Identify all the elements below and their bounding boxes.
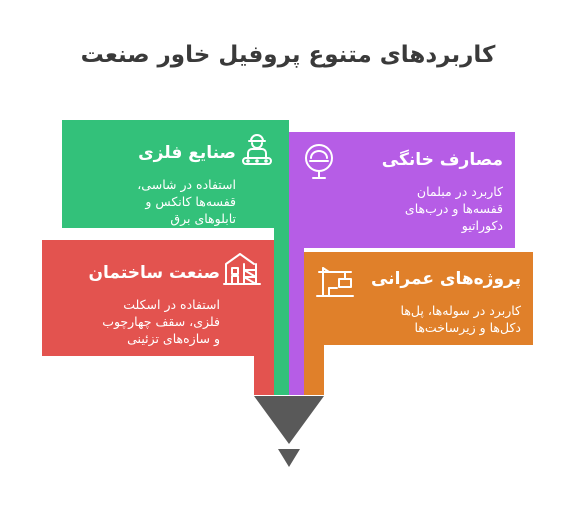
card-metal-bg	[62, 120, 289, 395]
card-building-line-2: فلزی، سقف چهارچوب	[102, 314, 220, 329]
funnel-top	[254, 396, 324, 444]
card-home-line-2: قفسه‌ها و درب‌های	[404, 201, 503, 216]
crane-icon	[316, 267, 354, 297]
card-home: مصارف خانگی کاربرد در مبلمان قفسه‌ها و د…	[382, 149, 503, 234]
card-civil-line-2: دکل‌ها و زیرساخت‌ها	[414, 320, 521, 335]
card-home-desc: کاربرد در مبلمان قفسه‌ها و درب‌های دکورا…	[382, 183, 503, 234]
card-civil-line-1: کاربرد در سوله‌ها، پل‌ها	[400, 303, 521, 318]
chair-icon	[305, 144, 333, 179]
page-title: کاربردهای متنوع پروفیل خاور صنعت	[80, 42, 496, 68]
card-metal-line-1: استفاده در شاسی،	[137, 177, 236, 192]
card-building-line-1: استفاده در اسکلت	[123, 297, 220, 312]
card-home-title: مصارف خانگی	[381, 150, 503, 170]
card-metal: صنایع فلزی استفاده در شاسی، قفسه‌ها کانک…	[137, 142, 236, 227]
card-home-bg	[289, 132, 515, 395]
card-metal-line-3: تابلوهای برق	[170, 211, 236, 226]
building-scaffold-icon	[223, 253, 261, 285]
card-building: صنعت ساختمان استفاده در اسکلت فلزی، سقف …	[89, 262, 220, 347]
card-home-line-3: دکوراتیو	[461, 218, 503, 233]
card-home-line-1: کاربرد در مبلمان	[416, 184, 503, 199]
worker-conveyor-icon	[242, 134, 272, 165]
card-civil-title: پروژه‌های عمرانی	[370, 269, 521, 289]
funnel-bottom	[278, 449, 300, 467]
card-civil: پروژه‌های عمرانی کاربرد در سوله‌ها، پل‌ه…	[371, 268, 521, 336]
card-metal-desc: استفاده در شاسی، قفسه‌ها کانکس و تابلوها…	[137, 176, 236, 227]
card-building-desc: استفاده در اسکلت فلزی، سقف چهارچوب و ساز…	[89, 296, 220, 347]
card-civil-bg	[304, 252, 533, 395]
card-building-bg	[42, 240, 274, 395]
card-civil-desc: کاربرد در سوله‌ها، پل‌ها دکل‌ها و زیرساخ…	[371, 302, 521, 336]
card-metal-line-2: قفسه‌ها کانکس و	[145, 194, 236, 209]
card-building-line-3: و سازه‌های تزئینی	[127, 331, 220, 346]
card-building-title: صنعت ساختمان	[88, 263, 220, 283]
card-metal-title: صنایع فلزی	[138, 143, 236, 163]
